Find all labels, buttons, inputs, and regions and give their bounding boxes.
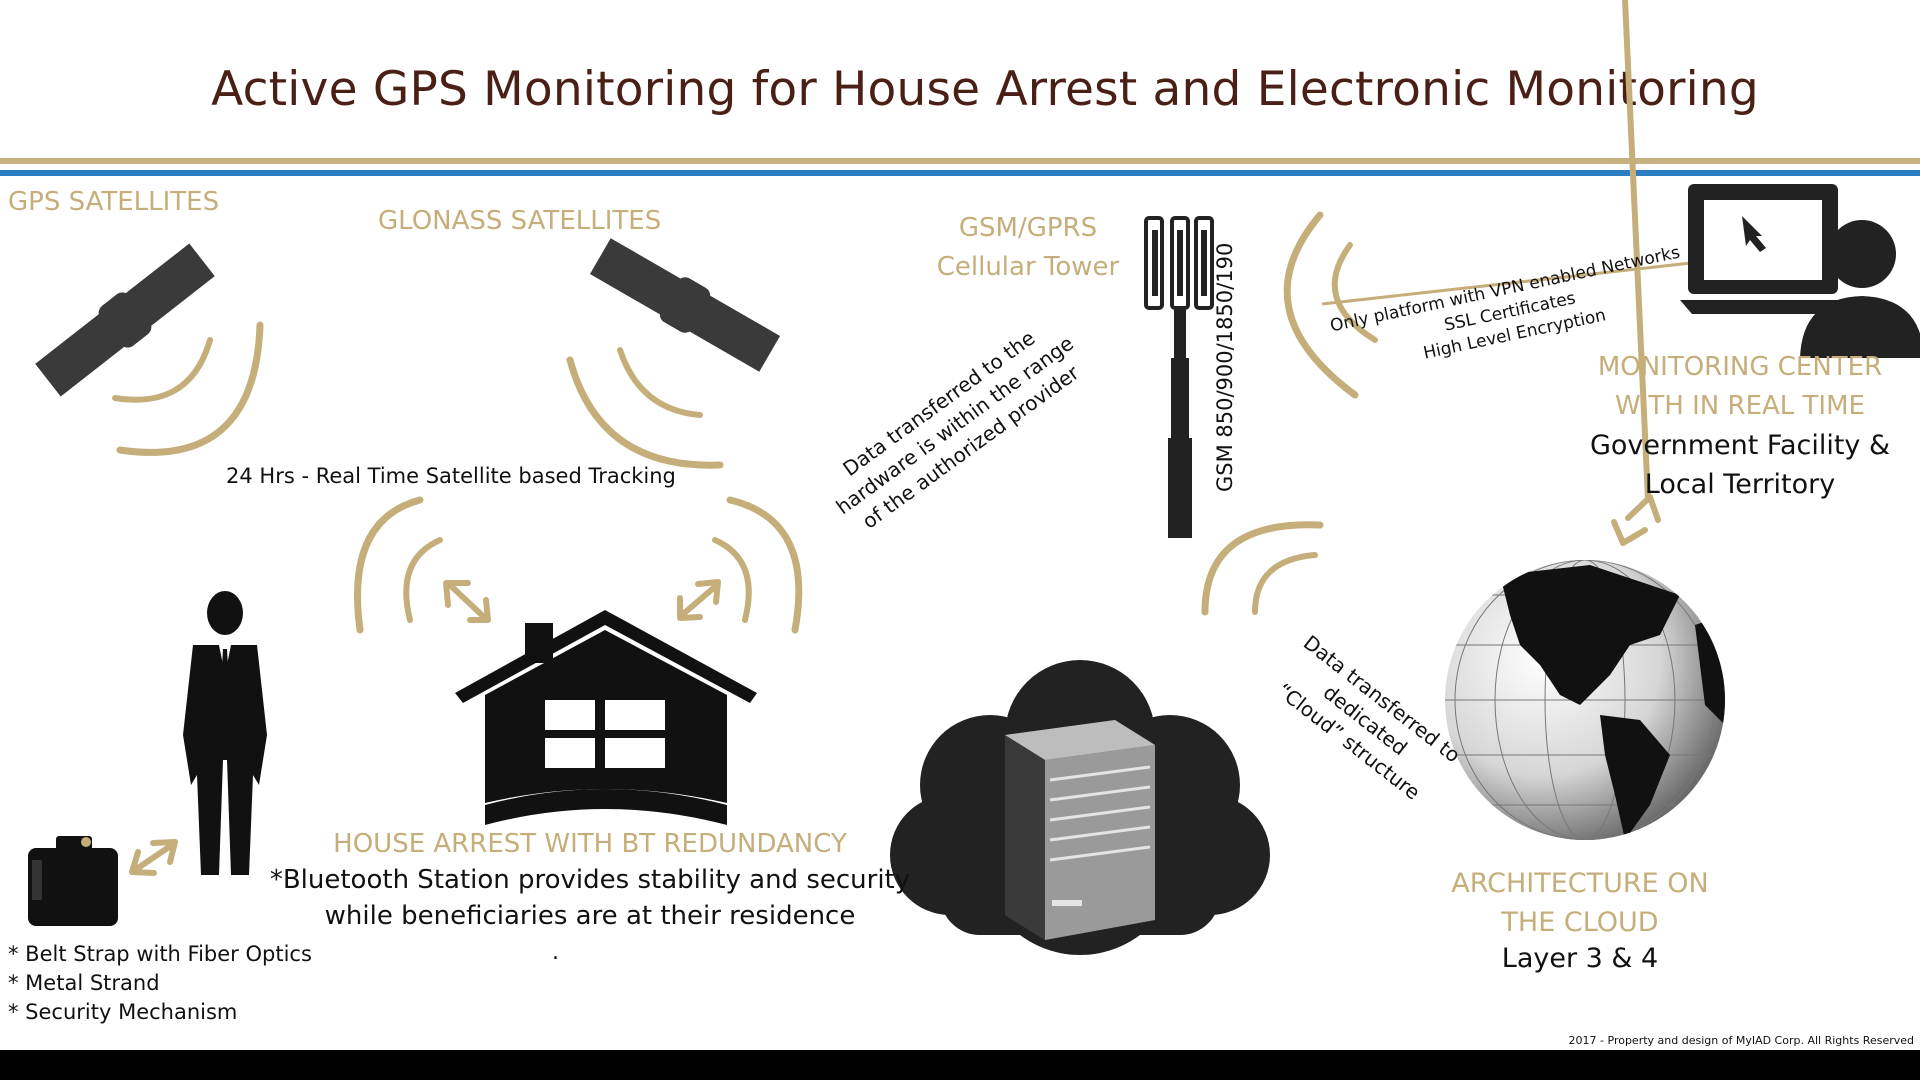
gps-satellites-label: GPS SATELLITES [8, 187, 220, 217]
gsm-bands-label: GSM 850/900/1850/190 [1213, 242, 1237, 492]
monitoring-facility-line2: Local Territory [1644, 469, 1836, 500]
device-feature-item: * Security Mechanism [8, 1000, 238, 1024]
architecture-layer-label: Layer 3 & 4 [1501, 943, 1659, 974]
architecture-label: ARCHITECTURE ON THE CLOUD [1405, 864, 1755, 942]
monitoring-center-label: MONITORING CENTER WITH IN REAL TIME [1580, 348, 1900, 426]
monitoring-center-line1: MONITORING CENTER [1597, 352, 1883, 382]
stray-dot: . [552, 940, 559, 965]
bluetooth-note-line1: *Bluetooth Station provides stability an… [269, 865, 911, 895]
house-icon [455, 610, 757, 825]
data-to-hardware-line2: hardware is within the range [831, 330, 1078, 520]
cell-tower-label-line2: Cellular Tower [936, 252, 1120, 282]
device-features-list: * Belt Strap with Fiber Optics * Metal S… [8, 940, 312, 1027]
laptop-user-icon [1680, 184, 1920, 358]
person-icon [183, 591, 267, 875]
house-arrest-label: HOUSE ARREST WITH BT REDUNDANCY [333, 829, 847, 859]
footer-bar [0, 1050, 1920, 1080]
device-feature-item: * Metal Strand [8, 971, 160, 995]
cloud-server-icon [890, 660, 1270, 955]
bluetooth-note-line2: while beneficiaries are at their residen… [324, 901, 856, 931]
cell-tower-label-line1: GSM/GPRS [958, 213, 1098, 243]
monitoring-facility-line1: Government Facility & [1589, 430, 1891, 461]
page-title: Active GPS Monitoring for House Arrest a… [211, 62, 1759, 117]
header-divider-blue [0, 170, 1920, 176]
cell-tower-label: GSM/GPRS Cellular Tower [928, 209, 1128, 287]
monitoring-center-line2: WITH IN REAL TIME [1615, 391, 1865, 421]
glonass-satellites-label: GLONASS SATELLITES [378, 206, 662, 236]
copyright-notice: 2017 - Property and design of MyIAD Corp… [1568, 1034, 1914, 1047]
cell-tower-icon [1144, 216, 1214, 538]
data-to-hardware-note: Data transferred to the hardware is with… [798, 296, 1113, 555]
architecture-line2: THE CLOUD [1501, 907, 1659, 938]
ankle-monitor-icon [28, 836, 118, 926]
monitoring-facility-label: Government Facility & Local Territory [1580, 426, 1900, 504]
header-divider-gold [0, 158, 1920, 164]
architecture-line1: ARCHITECTURE ON [1451, 868, 1709, 899]
bluetooth-note: *Bluetooth Station provides stability an… [260, 862, 920, 934]
globe-icon [1445, 560, 1725, 840]
realtime-tracking-label: 24 Hrs - Real Time Satellite based Track… [226, 464, 676, 488]
device-feature-item: * Belt Strap with Fiber Optics [8, 942, 312, 966]
